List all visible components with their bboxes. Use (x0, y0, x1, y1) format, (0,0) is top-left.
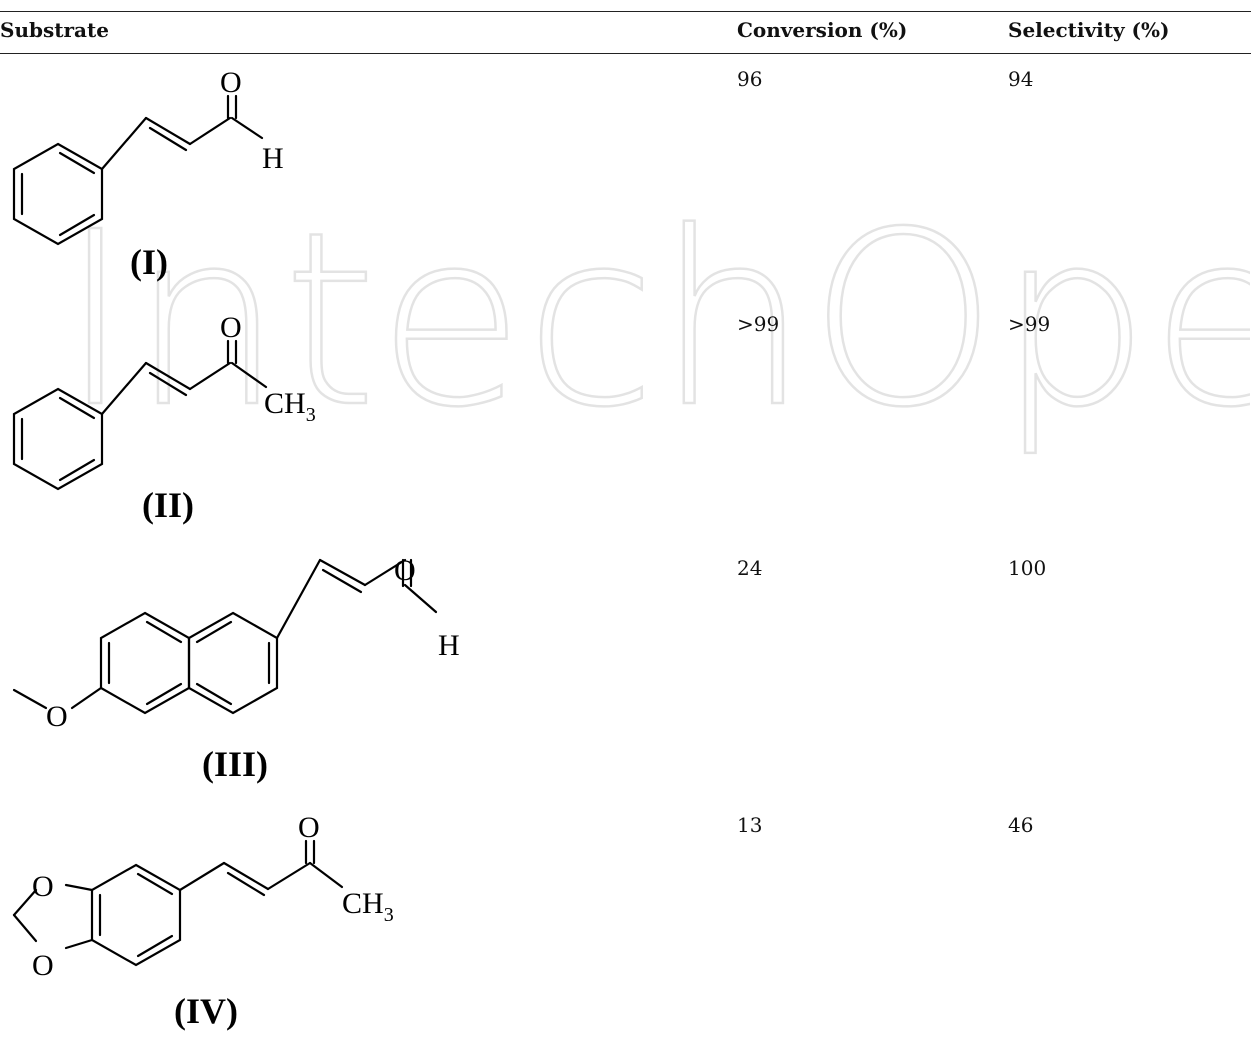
structure-methylenedioxy-benzalacetone: O O O CH3 (IV) (12, 811, 394, 1031)
conversion-value: >99 (737, 312, 780, 336)
structure-benzalacetone: O CH3 (II) (12, 311, 316, 525)
atom-methyl: CH3 (342, 887, 394, 926)
compound-label: (I) (130, 242, 168, 282)
structure-methoxynaphthyl-propenal: O O H (III) (12, 554, 460, 784)
atom-oxygen: O (46, 700, 68, 733)
table-top-rule (0, 11, 1251, 12)
table-header-rule (0, 53, 1251, 54)
header-conversion: Conversion (%) (737, 18, 908, 42)
atom-methyl: CH3 (264, 387, 316, 426)
header-selectivity: Selectivity (%) (1008, 18, 1170, 42)
atom-oxygen: O (298, 811, 320, 844)
selectivity-value: >99 (1008, 312, 1051, 336)
atom-oxygen: O (32, 870, 54, 903)
atom-oxygen: O (394, 554, 416, 587)
conversion-value: 96 (737, 67, 763, 91)
header-substrate: Substrate (0, 18, 109, 42)
atom-hydrogen: H (438, 629, 460, 662)
conversion-value: 13 (737, 813, 763, 837)
atom-oxygen: O (32, 949, 54, 982)
selectivity-value: 94 (1008, 67, 1034, 91)
structure-cinnamaldehyde: O H (I) (12, 66, 284, 282)
atom-hydrogen: H (262, 142, 284, 175)
conversion-value: 24 (737, 556, 763, 580)
atom-oxygen: O (220, 66, 242, 99)
compound-label: (III) (202, 744, 268, 784)
selectivity-value: 46 (1008, 813, 1034, 837)
selectivity-value: 100 (1008, 556, 1047, 580)
atom-oxygen: O (220, 311, 242, 344)
compound-label: (IV) (174, 991, 238, 1031)
compound-label: (II) (142, 485, 194, 525)
